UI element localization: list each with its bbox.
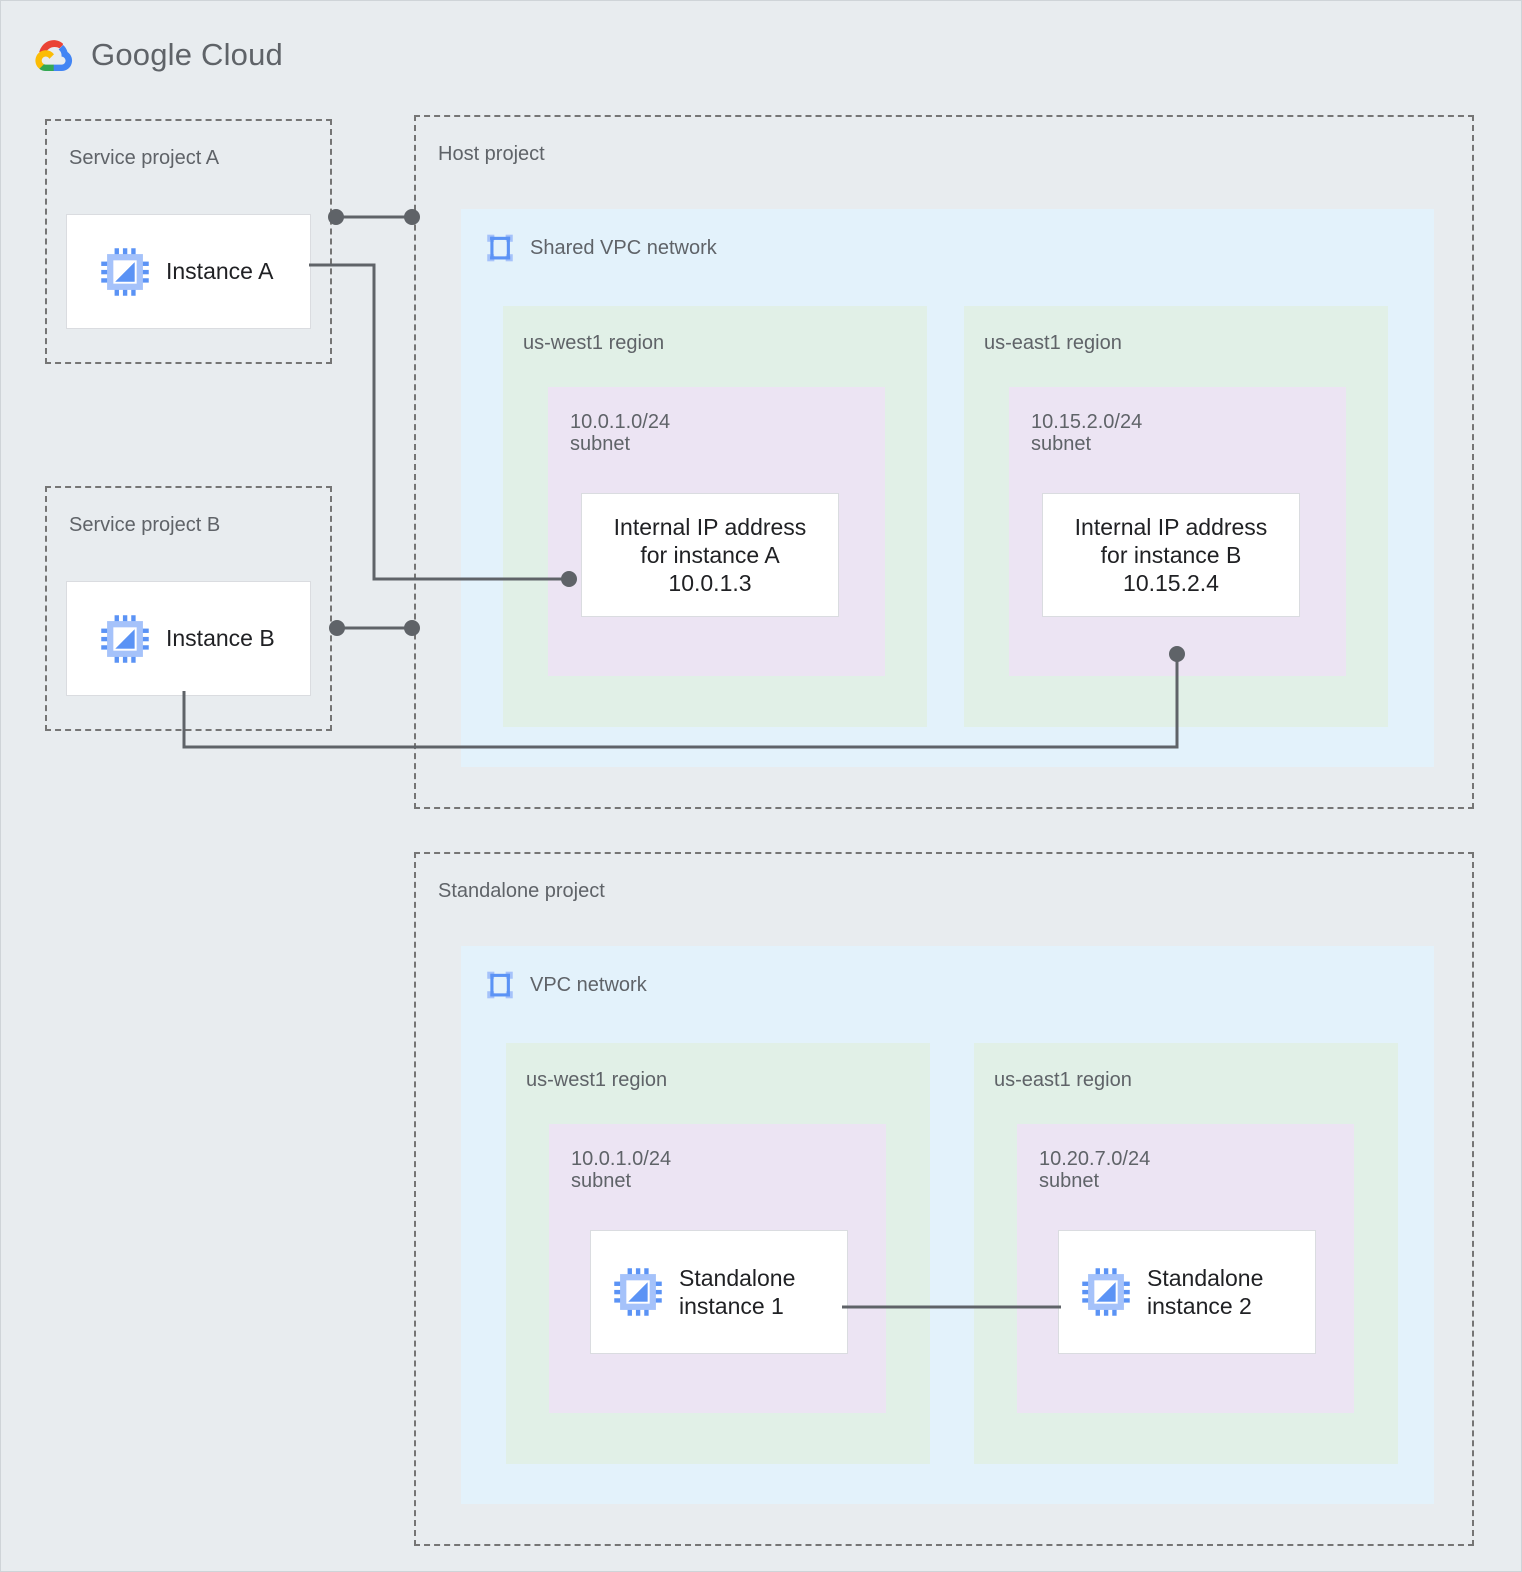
instance-a-card[interactable]: Instance A: [66, 214, 311, 329]
brand-wordmark: Google Cloud: [91, 37, 283, 73]
service-project-a: Service project A Instance A: [45, 119, 332, 364]
vpc-network-header: VPC network: [483, 968, 647, 1002]
standalone-subnet-10-0-1-0-24: 10.0.1.0/24 subnet: [549, 1124, 886, 1413]
brand-name-cloud: Cloud: [192, 37, 283, 72]
internal-ip-instance-b-card[interactable]: Internal IP address for instance B 10.15…: [1042, 493, 1300, 617]
internal-ip-instance-a-text: Internal IP address for instance A 10.0.…: [613, 513, 807, 597]
vm-instance-icon: [613, 1267, 663, 1317]
standalone-instance-2-card[interactable]: Standalone instance 2: [1058, 1230, 1316, 1354]
instance-b-label: Instance B: [166, 625, 275, 652]
service-project-b-label: Service project B: [69, 514, 221, 536]
host-project: Host project: [414, 115, 1474, 809]
brand-name-google: Google: [91, 37, 193, 72]
standalone-instance-2-label: Standalone instance 2: [1147, 1264, 1264, 1319]
shared-vpc-network-panel: Shared VPC network us-west1 region 10.0.…: [461, 209, 1434, 767]
service-project-a-label: Service project A: [69, 147, 220, 169]
shared-vpc-network-title: Shared VPC network: [530, 236, 717, 259]
host-subnet-us-west1-label: 10.0.1.0/24 subnet: [570, 411, 671, 455]
host-region-us-west1-label: us-west1 region: [523, 332, 665, 354]
standalone-region-us-west1-label: us-west1 region: [526, 1069, 668, 1091]
vm-instance-icon: [100, 247, 150, 297]
shared-vpc-network-header: Shared VPC network: [483, 231, 717, 265]
vm-instance-icon: [1081, 1267, 1131, 1317]
host-subnet-us-east1-label: 10.15.2.0/24 subnet: [1031, 411, 1143, 455]
standalone-project-label: Standalone project: [438, 880, 605, 902]
internal-ip-instance-a-card[interactable]: Internal IP address for instance A 10.0.…: [581, 493, 839, 617]
standalone-region-us-east1-label: us-east1 region: [994, 1069, 1132, 1091]
service-project-b: Service project B Instance B: [45, 486, 332, 731]
google-cloud-logo-icon: [35, 37, 77, 73]
standalone-region-us-west1: us-west1 region 10.0.1.0/24 subnet: [506, 1043, 930, 1464]
vpc-network-icon: [483, 968, 517, 1002]
standalone-instance-1-label: Standalone instance 1: [679, 1264, 796, 1319]
host-subnet-10-15-2-0-24: 10.15.2.0/24 subnet Internal IP address …: [1009, 387, 1346, 676]
instance-a-label: Instance A: [166, 258, 274, 285]
host-region-us-east1-label: us-east1 region: [984, 332, 1122, 354]
standalone-subnet-us-west1-label: 10.0.1.0/24 subnet: [571, 1148, 672, 1192]
vpc-network-panel: VPC network us-west1 region 10.0.1.0/24 …: [461, 946, 1434, 1504]
vpc-network-icon: [483, 231, 517, 265]
standalone-subnet-us-east1-label: 10.20.7.0/24 subnet: [1039, 1148, 1151, 1192]
standalone-project: Standalone project VPC: [414, 852, 1474, 1546]
instance-b-card[interactable]: Instance B: [66, 581, 311, 696]
host-region-us-east1: us-east1 region 10.15.2.0/24 subnet Inte…: [964, 306, 1388, 727]
internal-ip-instance-b-text: Internal IP address for instance B 10.15…: [1074, 513, 1268, 597]
host-region-us-west1: us-west1 region 10.0.1.0/24 subnet Inter…: [503, 306, 927, 727]
vm-instance-icon: [100, 614, 150, 664]
host-project-label: Host project: [438, 143, 545, 165]
google-cloud-brand: Google Cloud: [35, 37, 283, 73]
standalone-instance-1-card[interactable]: Standalone instance 1: [590, 1230, 848, 1354]
standalone-region-us-east1: us-east1 region 10.20.7.0/24 subnet: [974, 1043, 1398, 1464]
vpc-network-title: VPC network: [530, 973, 647, 996]
standalone-subnet-10-20-7-0-24: 10.20.7.0/24 subnet: [1017, 1124, 1354, 1413]
host-subnet-10-0-1-0-24: 10.0.1.0/24 subnet Internal IP address f…: [548, 387, 885, 676]
